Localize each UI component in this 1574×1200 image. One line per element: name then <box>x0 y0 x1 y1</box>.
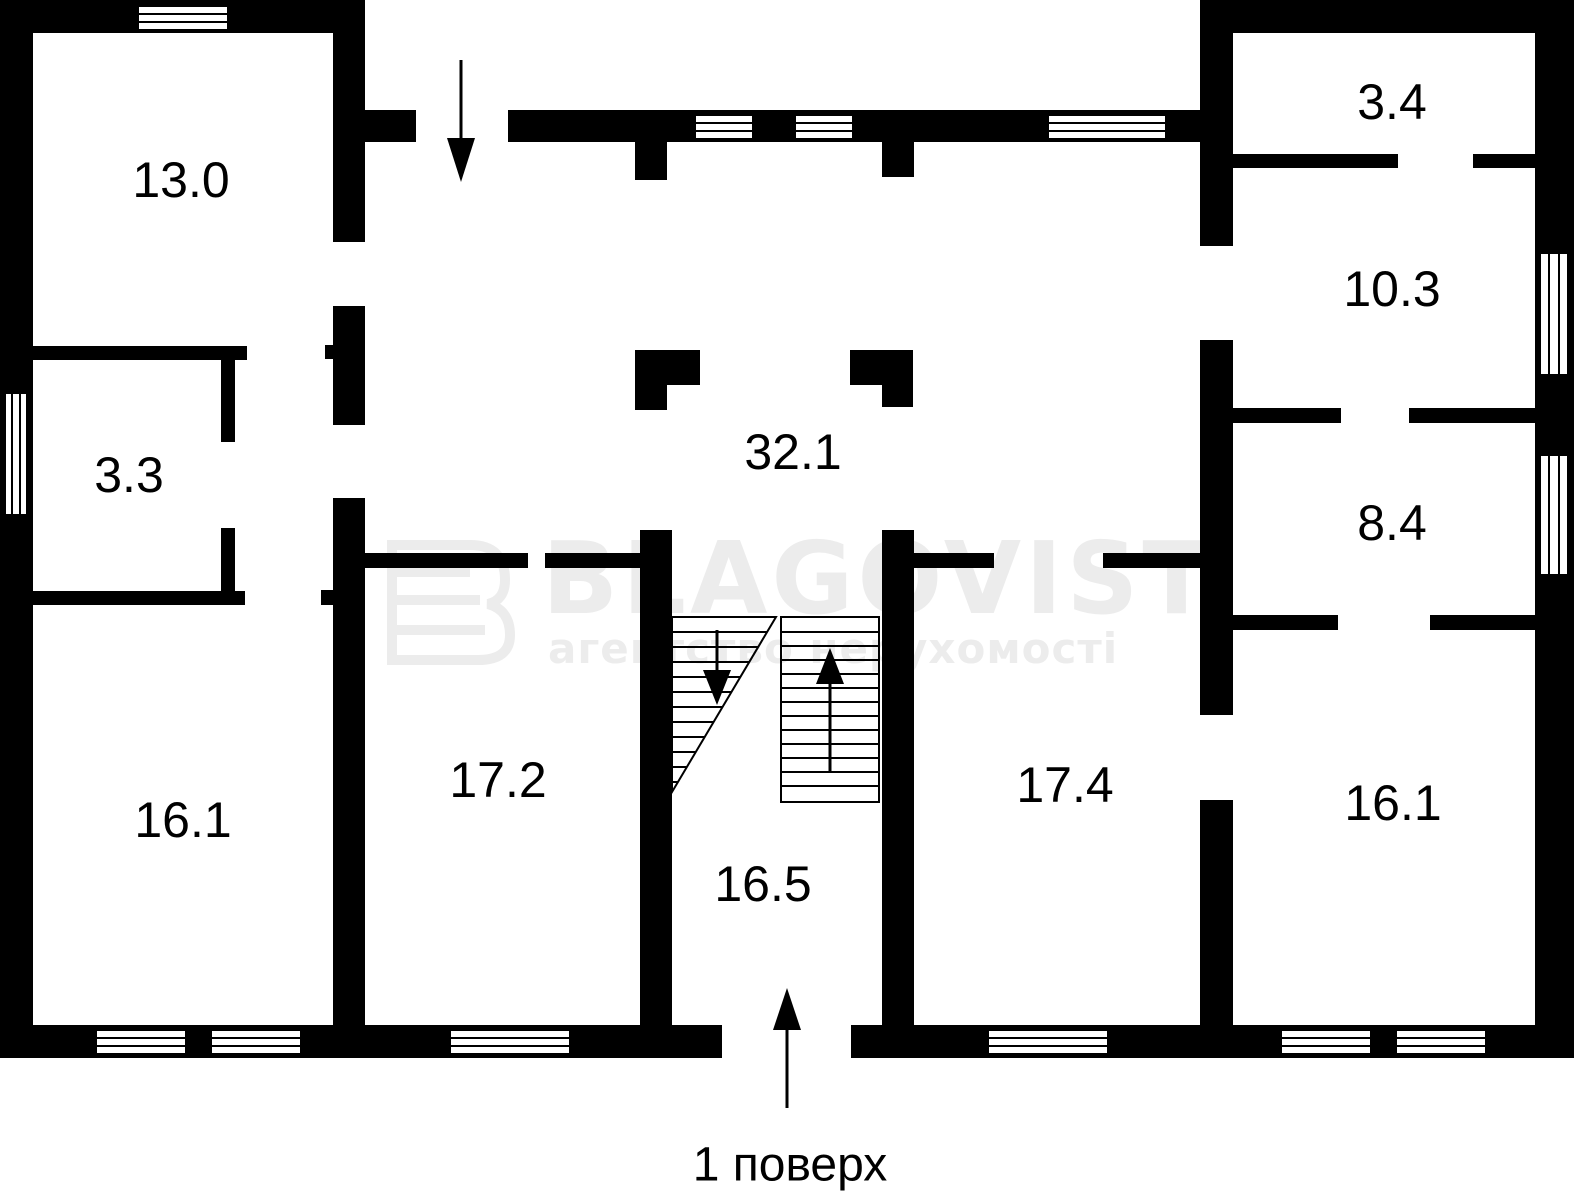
room-area-label: 17.2 <box>449 752 547 808</box>
stair-down-arrow-head <box>703 670 731 705</box>
wall <box>1430 615 1535 630</box>
wall <box>1200 340 1233 715</box>
window <box>95 1029 187 1055</box>
window <box>987 1029 1109 1055</box>
room-area-label: 10.3 <box>1343 261 1441 317</box>
room-area-label: 3.3 <box>94 447 164 503</box>
wall <box>1233 408 1341 423</box>
wall <box>1200 0 1574 33</box>
wall <box>1233 154 1398 168</box>
wall <box>1409 408 1535 423</box>
wall <box>545 553 640 568</box>
wall <box>914 553 994 568</box>
room-area-label: 13.0 <box>132 152 230 208</box>
entry-arrow-bottom-head <box>773 988 801 1030</box>
window <box>1395 1029 1487 1055</box>
wall <box>221 346 235 442</box>
staircase-down <box>671 616 778 796</box>
room-area-label: 16.5 <box>714 856 812 912</box>
wall <box>333 110 416 142</box>
wall <box>1200 800 1233 1058</box>
wall <box>1200 0 1233 246</box>
wall <box>333 498 365 1058</box>
window <box>694 114 754 140</box>
wall <box>1103 553 1200 568</box>
window <box>1047 114 1167 140</box>
window <box>4 392 28 516</box>
entrance-arrows <box>447 60 801 1108</box>
wall <box>635 110 667 180</box>
window <box>1539 454 1569 576</box>
window <box>794 114 854 140</box>
window <box>137 5 229 31</box>
room-area-label: 8.4 <box>1357 495 1427 551</box>
window <box>210 1029 302 1055</box>
floor-label: 1 поверх <box>692 1138 888 1192</box>
room-area-label: 32.1 <box>744 424 842 480</box>
wall <box>882 530 914 1058</box>
room-area-label: 16.1 <box>134 792 232 848</box>
entry-arrow-top-head <box>447 138 475 182</box>
wall <box>33 346 247 360</box>
stair-up-arrow-head <box>816 648 844 684</box>
wall <box>882 350 913 407</box>
wall <box>333 306 365 425</box>
wall <box>1233 615 1338 630</box>
wall <box>635 350 700 385</box>
room-area-label: 16.1 <box>1344 775 1442 831</box>
wall <box>640 530 672 1058</box>
wall <box>0 0 33 1058</box>
window <box>1539 252 1569 376</box>
window <box>1280 1029 1372 1055</box>
wall <box>882 110 914 177</box>
wall <box>365 553 528 568</box>
wall <box>221 528 235 605</box>
wall <box>325 345 337 359</box>
room-area-label: 17.4 <box>1016 757 1114 813</box>
stair-arrows <box>703 630 844 772</box>
wall <box>1473 154 1535 168</box>
windows <box>4 5 1569 1055</box>
wall <box>321 590 335 605</box>
wall <box>33 591 245 605</box>
room-area-label: 3.4 <box>1357 74 1427 130</box>
window <box>449 1029 571 1055</box>
